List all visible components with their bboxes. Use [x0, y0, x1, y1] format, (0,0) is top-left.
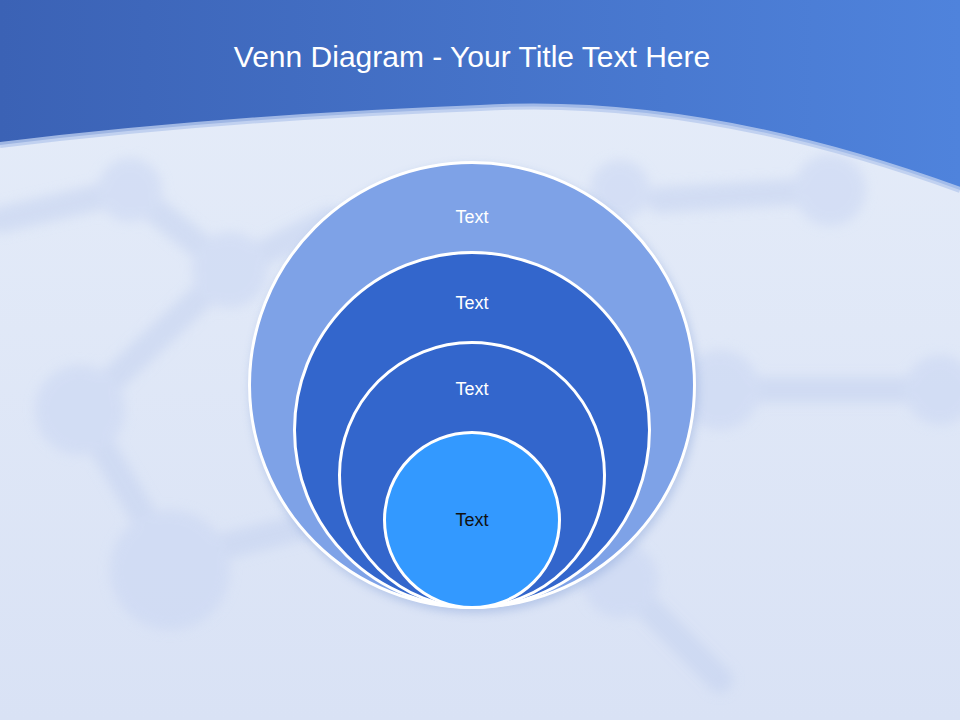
circle-fill: [250, 163, 695, 608]
venn-circle: TextTextTextText: [248, 161, 696, 609]
circle-label: Text: [383, 508, 561, 532]
slide-title: Venn Diagram - Your Title Text Here: [0, 40, 944, 74]
circle-label: Text: [248, 205, 696, 229]
circle-label: Text: [338, 377, 606, 401]
circle-label: Text: [293, 291, 651, 315]
venn-circle: TextText: [338, 341, 606, 609]
molecule-illustration: [0, 154, 960, 680]
venn-circle: TextTextText: [293, 251, 651, 609]
venn-circle: Text: [383, 431, 561, 609]
